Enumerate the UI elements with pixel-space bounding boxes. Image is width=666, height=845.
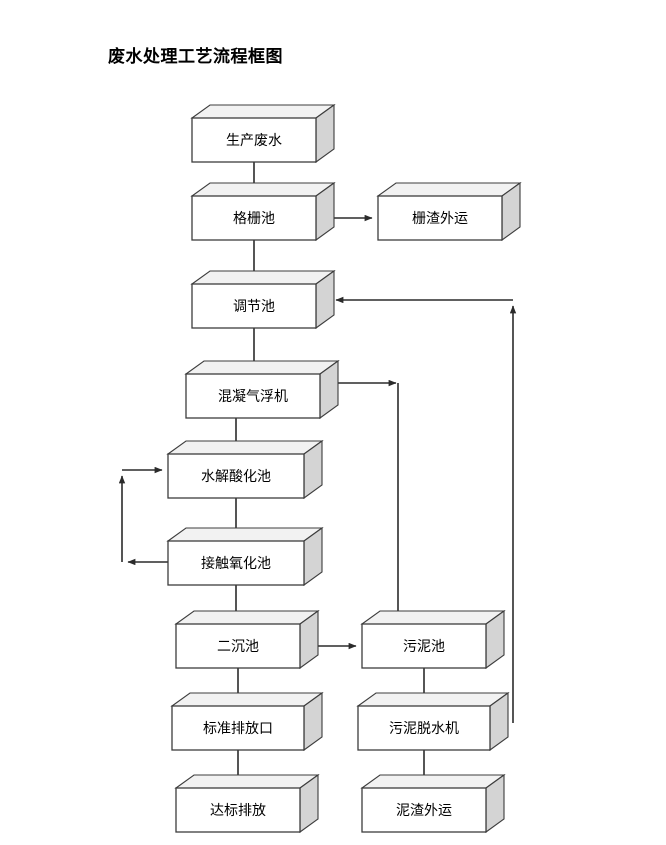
flow-node[interactable]: 格栅池 — [190, 181, 336, 242]
node-front-face — [191, 283, 317, 329]
node-label: 达标排放 — [210, 803, 266, 819]
flow-node[interactable]: 泥渣外运 — [360, 773, 506, 834]
node-label: 接触氧化池 — [201, 555, 271, 572]
node-front-face — [361, 787, 487, 833]
node-top-face — [170, 692, 324, 707]
node-front-face — [175, 787, 301, 833]
node-top-face — [376, 182, 522, 197]
node-label: 二沉池 — [217, 639, 259, 655]
node-top-face — [166, 440, 324, 455]
flow-node[interactable]: 二沉池 — [174, 609, 320, 670]
node-top-face — [360, 774, 506, 789]
flow-node[interactable]: 接触氧化池 — [166, 526, 324, 587]
node-front-face — [185, 373, 321, 419]
node-label: 污泥池 — [403, 639, 445, 655]
node-top-face — [190, 104, 336, 119]
flow-node[interactable]: 达标排放 — [174, 773, 320, 834]
node-top-face — [356, 692, 510, 707]
node-label: 调节池 — [233, 299, 275, 315]
node-front-face — [361, 623, 487, 669]
node-front-face — [175, 623, 301, 669]
node-label: 水解酸化池 — [201, 469, 271, 485]
node-front-face — [191, 195, 317, 241]
node-label: 混凝气浮机 — [218, 389, 288, 405]
flow-node[interactable]: 污泥池 — [360, 609, 506, 670]
flow-node[interactable]: 混凝气浮机 — [184, 359, 340, 420]
node-top-face — [190, 270, 336, 285]
node-label: 泥渣外运 — [396, 803, 452, 819]
flow-node[interactable]: 栅渣外运 — [376, 181, 522, 242]
node-top-face — [166, 527, 324, 542]
page-title: 废水处理工艺流程框图 — [108, 47, 283, 67]
node-label: 标准排放口 — [203, 721, 273, 737]
node-front-face — [377, 195, 503, 241]
node-top-face — [190, 182, 336, 197]
flow-node[interactable]: 污泥脱水机 — [356, 691, 510, 752]
flow-node[interactable]: 生产废水 — [190, 103, 336, 164]
node-top-face — [360, 610, 506, 625]
node-label: 栅渣外运 — [412, 211, 468, 227]
node-front-face — [191, 117, 317, 163]
flow-node[interactable]: 水解酸化池 — [166, 439, 324, 500]
node-label: 污泥脱水机 — [389, 721, 459, 737]
node-front-face — [167, 453, 305, 499]
node-front-face — [171, 705, 305, 751]
node-label: 格栅池 — [233, 211, 275, 227]
node-top-face — [174, 774, 320, 789]
flow-node[interactable]: 标准排放口 — [170, 691, 324, 752]
node-front-face — [357, 705, 491, 751]
node-top-face — [174, 610, 320, 625]
flow-node[interactable]: 调节池 — [190, 269, 336, 330]
node-top-face — [184, 360, 340, 375]
node-label: 生产废水 — [226, 133, 282, 149]
node-front-face — [167, 540, 305, 586]
